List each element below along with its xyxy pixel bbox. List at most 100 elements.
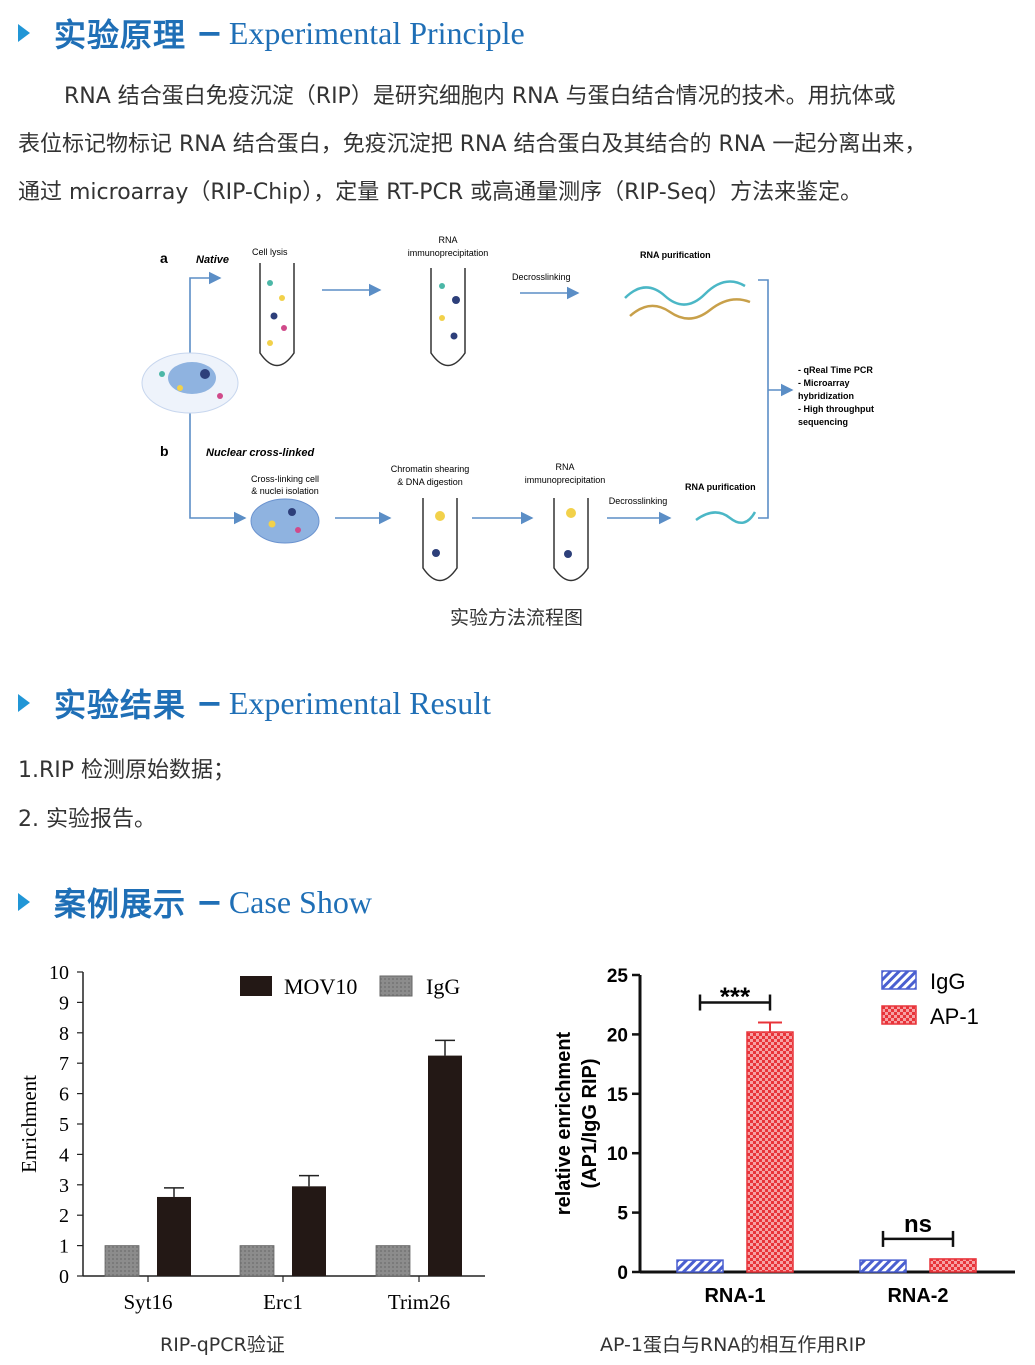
left-bar-mov10 bbox=[428, 1055, 462, 1276]
left-bar-mov10 bbox=[157, 1196, 191, 1276]
case-heading: 案例展示 − Case Show bbox=[18, 879, 372, 925]
right-y-tick-label: 25 bbox=[607, 966, 629, 987]
legend-igg-swatch bbox=[379, 975, 413, 997]
label-b: b bbox=[160, 443, 169, 459]
principle-paragraph: RNA 结合蛋白免疫沉淀（RIP）是研究细胞内 RNA 与蛋白结合情况的技术。用… bbox=[18, 73, 1030, 217]
crosslink-label-2: & nuclei isolation bbox=[251, 486, 319, 496]
right-y-tick-label: 0 bbox=[617, 1263, 628, 1284]
right-y-tick-label: 20 bbox=[607, 1025, 628, 1046]
decross-bot-label: Decrosslinking bbox=[609, 496, 668, 506]
left-x-tick-label: Syt16 bbox=[123, 1290, 172, 1314]
principle-line-2: 表位标记物标记 RNA 结合蛋白，免疫沉淀把 RNA 结合蛋白及其结合的 RNA… bbox=[18, 132, 927, 157]
legend-mov10-swatch bbox=[240, 976, 272, 996]
left-y-tick-label: 8 bbox=[59, 1023, 69, 1045]
left-y-tick-label: 6 bbox=[59, 1084, 69, 1106]
rna-ip-bot-2: immunoprecipitation bbox=[525, 475, 606, 485]
left-bar-igg bbox=[239, 1245, 275, 1277]
tube-cell-lysis-icon bbox=[259, 263, 295, 367]
tube-rna-ip-bot-icon bbox=[553, 498, 589, 582]
tube-chromatin-icon bbox=[422, 498, 458, 582]
merge-bracket bbox=[758, 279, 769, 519]
output-1: - qReal Time PCR bbox=[798, 365, 873, 375]
left-y-tick-label: 7 bbox=[59, 1053, 69, 1075]
right-bar-ap1 bbox=[746, 1031, 794, 1273]
principle-heading: 实验原理 − Experimental Principle bbox=[18, 10, 525, 56]
output-2: - Microarray bbox=[798, 378, 850, 388]
decross-top-label: Decrosslinking bbox=[512, 272, 571, 282]
principle-title-en: Experimental Principle bbox=[228, 14, 525, 51]
significance-label: ns bbox=[904, 1211, 932, 1238]
nucleus-icon bbox=[250, 498, 320, 544]
left-x-tick-label: Erc1 bbox=[263, 1290, 303, 1314]
right-y-tick-label: 5 bbox=[617, 1204, 628, 1225]
right-y-tick-label: 15 bbox=[607, 1085, 629, 1106]
right-x-tick-label: RNA-1 bbox=[704, 1285, 765, 1307]
tube-rna-ip-top-icon bbox=[430, 268, 466, 367]
triangle-bullet-icon bbox=[18, 694, 30, 712]
rna-ip-top-1: RNA bbox=[438, 235, 457, 245]
left-y-tick-label: 0 bbox=[59, 1266, 69, 1288]
ap1-enrichment-chart: 0 5 10 15 20 25 relative enrichment(AP1/IgG RI… bbox=[553, 966, 1015, 1307]
significance-label: *** bbox=[720, 982, 751, 1012]
left-y-tick-label: 3 bbox=[59, 1175, 69, 1197]
branch-arrow-b bbox=[189, 413, 247, 525]
left-y-axis-label: Enrichment bbox=[17, 1075, 41, 1173]
cell-lysis-label: Cell lysis bbox=[252, 247, 288, 257]
left-y-tick-label: 9 bbox=[59, 992, 69, 1014]
legend-ap1-label: AP-1 bbox=[930, 1004, 979, 1029]
rna-wave-teal bbox=[624, 280, 746, 306]
right-bar-igg bbox=[859, 1259, 907, 1273]
label-a: a bbox=[160, 250, 168, 266]
output-3: hybridization bbox=[798, 391, 854, 401]
left-y-tick-label: 4 bbox=[59, 1144, 69, 1166]
right-y-label-2: (AP1/IgG RIP) bbox=[579, 1058, 601, 1188]
principle-line-3: 通过 microarray（RIP-Chip），定量 RT-PCR 或高通量测序… bbox=[18, 180, 863, 205]
rna-wave-gold bbox=[629, 298, 751, 320]
right-x-tick-label: RNA-2 bbox=[887, 1285, 948, 1307]
right-bar-igg bbox=[676, 1259, 724, 1273]
result-title-cn: 实验结果 bbox=[54, 686, 187, 724]
result-title-en: Experimental Result bbox=[228, 684, 491, 721]
left-y-tick-label: 1 bbox=[59, 1236, 69, 1258]
triangle-bullet-icon bbox=[18, 893, 30, 911]
principle-title-cn: 实验原理 bbox=[54, 16, 187, 54]
rna-ip-top-2: immunoprecipitation bbox=[408, 248, 489, 258]
principle-line-1: RNA 结合蛋白免疫沉淀（RIP）是研究细胞内 RNA 与蛋白结合情况的技术。用… bbox=[64, 84, 896, 109]
right-y-tick-label: 10 bbox=[607, 1144, 628, 1165]
legend-igg-label: IgG bbox=[930, 969, 965, 994]
rna-pur-top-label: RNA purification bbox=[640, 250, 711, 260]
left-bar-mov10 bbox=[292, 1186, 326, 1276]
output-4: - High throughput bbox=[798, 404, 874, 414]
branch-arrow-a bbox=[189, 271, 222, 358]
flow-caption: 实验方法流程图 bbox=[450, 607, 584, 629]
left-y-tick-label: 2 bbox=[59, 1205, 69, 1227]
output-5: sequencing bbox=[798, 417, 848, 427]
rna-wave-bottom bbox=[695, 511, 757, 525]
legend-ap1-swatch bbox=[881, 1005, 917, 1025]
nuclear-title: Nuclear cross-linked bbox=[206, 447, 314, 459]
native-title: Native bbox=[196, 254, 229, 266]
right-chart-caption: AP-1蛋白与RNA的相互作用RIP bbox=[600, 1334, 866, 1356]
left-y-tick-label: 5 bbox=[59, 1114, 69, 1136]
legend-igg-label: IgG bbox=[426, 974, 460, 999]
chromatin-label-1: Chromatin shearing bbox=[391, 464, 470, 474]
case-title-cn: 案例展示 bbox=[54, 885, 187, 923]
chromatin-label-2: & DNA digestion bbox=[397, 477, 463, 487]
left-y-tick-label: 10 bbox=[49, 962, 69, 984]
rip-flow-diagram: a Native Cell lysis RNA immunoprecipitat… bbox=[141, 235, 874, 582]
rna-pur-bot-label: RNA purification bbox=[685, 482, 756, 492]
crosslink-label-1: Cross-linking cell bbox=[251, 474, 319, 484]
right-bar-ap1 bbox=[929, 1258, 977, 1273]
left-bar-igg bbox=[104, 1245, 140, 1277]
left-bar-igg bbox=[375, 1245, 411, 1277]
rna-ip-bot-1: RNA bbox=[555, 462, 574, 472]
left-x-tick-label: Trim26 bbox=[388, 1290, 450, 1314]
cell-icon bbox=[141, 352, 239, 414]
case-title-en: Case Show bbox=[228, 883, 372, 920]
right-y-label-1: relative enrichment bbox=[553, 1031, 575, 1215]
left-chart-caption: RIP-qPCR验证 bbox=[160, 1334, 285, 1356]
legend-mov10-label: MOV10 bbox=[284, 974, 357, 999]
triangle-bullet-icon bbox=[18, 24, 30, 42]
legend-igg-swatch bbox=[881, 970, 917, 990]
